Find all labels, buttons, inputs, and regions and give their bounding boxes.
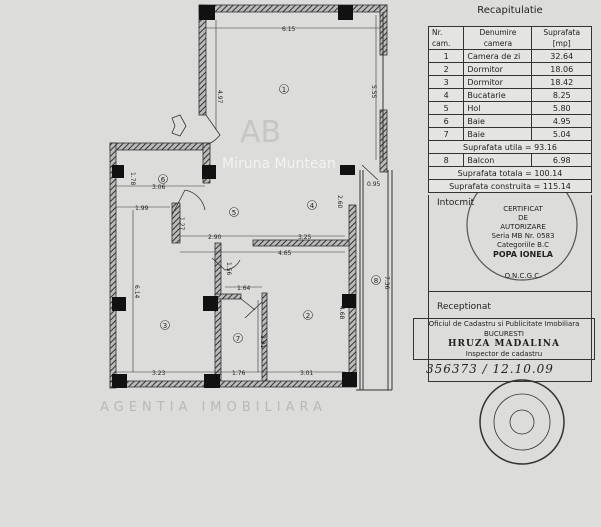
cell-nr: 6 [427,114,465,128]
dim: 2.60 [336,195,343,209]
dim: 3.01 [300,370,314,377]
cell-nr: 8 [427,153,465,167]
cell-nr: 1 [427,49,465,63]
cell-nr: 7 [427,127,465,141]
recap-title: Recapitulatie [477,5,543,16]
dim: 1.27 [178,217,185,231]
authorization-stamp: CERTIFICAT DE AUTORIZARE Seria MB Nr. 05… [478,205,568,281]
inspector-role: Inspector de cadastru [465,350,543,358]
intocmit-section: Intocmit [428,195,592,292]
room-number: 6 [161,176,166,184]
cell-name: Bucatarie [463,88,533,102]
room-number: 1 [282,86,286,94]
built-area: Suprafata construita = 115.14 [428,179,592,193]
office-city: BUCURESTI [483,330,524,338]
room-number: 5 [232,209,236,217]
dim: 4.68 [338,306,345,320]
cert-line: Seria MB Nr. 0583 [491,232,555,240]
dimension-labels: 6.15 4.97 5.55 3.06 1.78 1.99 2.90 3.25 … [129,26,390,377]
cert-line: AUTORIZARE [500,223,546,231]
cell-name: Balcon [463,153,533,167]
cell-area: 5.80 [531,101,592,115]
header-nr: Nr. cam. [427,26,465,50]
cell-nr: 5 [427,101,465,115]
cell-area: 5.04 [531,127,592,141]
registration-number: 356373 / 12.10.09 [426,362,554,376]
dim: 4.97 [216,90,223,104]
cell-area: 32.64 [531,49,592,63]
room-number: 3 [163,322,167,330]
cell-name: Hol [463,101,533,115]
dim: 3.23 [152,370,166,377]
dim: 1.78 [129,172,136,186]
cell-area: 4.95 [531,114,592,128]
cell-nr: 4 [427,88,465,102]
room-number: 7 [236,335,240,343]
cell-nr: 2 [427,62,465,76]
dim: 0.95 [367,181,381,188]
dim: 6.15 [282,26,296,33]
seal-bottom: O.N.C.G.C. [504,272,542,280]
room-number: 8 [374,277,378,285]
dimension-lines [116,15,380,373]
cell-area: 6.98 [531,153,592,167]
dim: 4.65 [278,250,292,257]
columns [112,5,357,388]
cell-area: 8.25 [531,88,592,102]
cell-name: Baie [463,127,533,141]
room-number: 2 [306,312,310,320]
walls [109,4,388,389]
dim: 1.64 [237,285,251,292]
room-number: 4 [310,202,315,210]
cell-name: Dormitor [463,62,533,76]
cell-area: 18.42 [531,75,592,89]
header-name: Denumire camera [463,26,533,50]
balcony [356,12,393,391]
cert-line: DE [518,214,528,222]
cell-name: Dormitor [463,75,533,89]
dim: 3.25 [298,234,312,241]
cell-name: Camera de zi [463,49,533,63]
dim: 7.36 [383,276,390,290]
dim: 3.06 [152,184,166,191]
dim: 2.91 [259,335,266,349]
total-area: Suprafata totala = 100.14 [428,166,592,180]
inspector-name: HRUZA MADALINA [448,339,560,349]
useful-area: Suprafata utila = 93.16 [428,140,592,154]
dim: 1.56 [225,262,232,276]
dim: 1.99 [135,205,149,212]
receptionat-section: Receptionat [428,292,592,382]
cell-name: Baie [463,114,533,128]
room-numbers: 1 2 3 4 5 6 7 8 [158,84,381,343]
entrance-arrow-icon [171,114,187,137]
cell-area: 18.06 [531,62,592,76]
receptionat-label: Receptionat [437,302,491,312]
cell-nr: 3 [427,75,465,89]
dim: 5.55 [370,85,377,99]
recap-table: Nr. cam. Denumire camera Suprafata [mp] … [427,26,592,193]
intocmit-label: Intocmit [437,198,475,208]
ocpi-stamp: Oficiul de Cadastru si Publicitate Imobi… [413,318,595,360]
doors [171,114,379,319]
header-area: Suprafata [mp] [531,26,592,50]
cert-line: Categoriile B.C [496,241,550,249]
surveyor-name: POPA IONELA [493,250,553,259]
dim: 1.76 [232,370,246,377]
office-name: Oficiul de Cadastru si Publicitate Imobi… [428,320,580,328]
dim: 6.14 [133,285,140,299]
dim: 2.90 [208,234,222,241]
cert-line: CERTIFICAT [503,205,543,213]
